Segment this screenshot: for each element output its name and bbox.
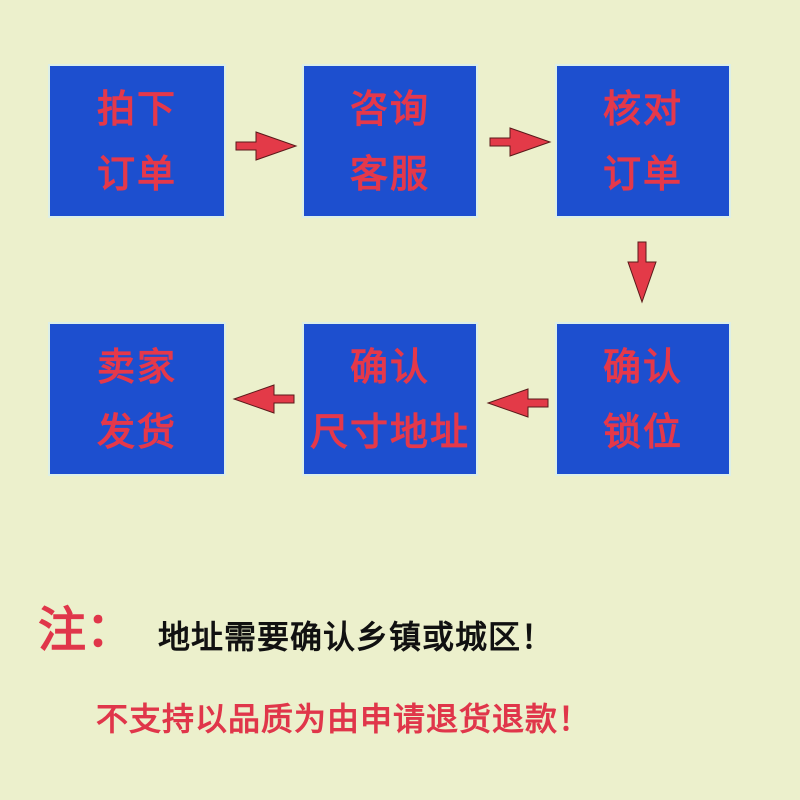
- step-consult-service: 咨询 客服: [302, 64, 478, 218]
- arrow-right-icon: [489, 127, 552, 157]
- note-address-requirement: 地址需要确认乡镇或城区！: [158, 618, 555, 656]
- step-label-line2: 订单: [96, 151, 177, 196]
- step-label-line1: 拍下: [96, 86, 177, 131]
- step-confirm-size-address: 确认 尺寸地址: [302, 322, 478, 476]
- arrow-left-icon: [486, 388, 549, 418]
- step-label-line1: 卖家: [96, 344, 177, 389]
- step-label-line1: 咨询: [349, 86, 430, 131]
- arrow-right-icon: [235, 131, 298, 161]
- arrow-left-icon: [232, 384, 295, 414]
- step-label-line2: 锁位: [602, 409, 683, 454]
- note-no-quality-refund: 不支持以品质为由申请退货退款！: [96, 700, 592, 738]
- step-place-order: 拍下 订单: [48, 64, 226, 218]
- step-label-line2: 订单: [602, 151, 683, 196]
- note-label: 注：: [38, 602, 135, 658]
- step-label-line1: 确认: [602, 344, 683, 389]
- step-label-line2: 尺寸地址: [309, 409, 470, 454]
- step-confirm-lock: 确认 锁位: [555, 322, 731, 476]
- arrow-down-icon: [627, 241, 657, 304]
- step-label-line1: 核对: [602, 86, 683, 131]
- step-label-line2: 客服: [349, 151, 430, 196]
- step-verify-order: 核对 订单: [555, 64, 731, 218]
- step-label-line2: 发货: [96, 409, 177, 454]
- step-label-line1: 确认: [349, 344, 430, 389]
- step-seller-ship: 卖家 发货: [48, 322, 226, 476]
